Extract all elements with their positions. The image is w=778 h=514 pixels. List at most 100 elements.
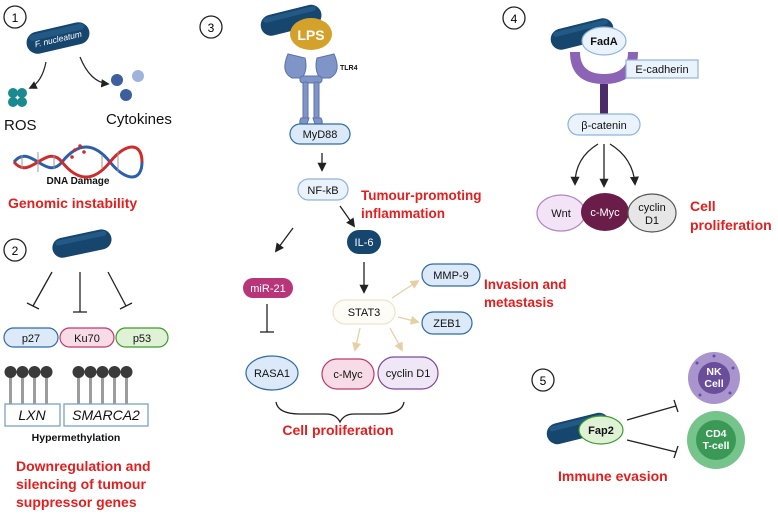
panel-2-number: 2 <box>12 244 19 258</box>
cd4-t-cell-nucleus <box>696 420 736 460</box>
fusobacterium-bacterium-icon <box>52 229 112 258</box>
panel-1: 1 F. nucleatum ROS Cytokines <box>3 5 172 211</box>
panel-3-number-circle <box>199 15 223 39</box>
cmyc-label: c-Myc <box>333 369 363 381</box>
rasa1-node <box>245 355 299 391</box>
lps-label: LPS <box>297 27 324 43</box>
panel-4: 4 FadA E-cadherin β-catenin Wnt c-Myc cy… <box>502 6 772 233</box>
panel-4-outcome-line-2: proliferation <box>690 217 772 233</box>
cd4-t-cell-label-line-1: CD4 <box>705 428 726 440</box>
wnt-cyclin-label-line-1: cyclin <box>638 202 666 214</box>
fada-node <box>581 26 627 56</box>
fada-label: FadA <box>590 36 618 48</box>
il6-node <box>347 230 381 254</box>
gene-pill-p27 <box>3 327 59 348</box>
fap2-label: Fap2 <box>588 425 614 437</box>
panel-5-number-circle <box>531 368 555 392</box>
ros-molecule-icon <box>8 88 27 107</box>
mir21-label: miR-21 <box>250 283 285 295</box>
nk-cell-label-line-1: NK <box>706 366 722 378</box>
nfkb-to-il6-arrow <box>339 205 356 228</box>
panel-2-number-circle <box>3 238 27 262</box>
panel-4-number-circle <box>502 6 526 30</box>
inflammation-label-line-2: inflammation <box>361 206 445 221</box>
immune-evasion-label: Immune evasion <box>558 468 668 484</box>
panel-4-outcome-line-1: Cell <box>690 198 716 214</box>
e-cadherin-label: E-cadherin <box>635 64 688 76</box>
stat3-label: STAT3 <box>348 307 381 319</box>
panel-4-number: 4 <box>511 12 518 26</box>
stat3-node <box>332 299 396 325</box>
nfkb-to-mir21-arrow <box>274 227 294 253</box>
panel-2: 2 p27 Ku70 p53 <box>3 229 169 510</box>
gene-label-smarca2: SMARCA2 <box>72 407 140 423</box>
cytokines-label: Cytokines <box>106 111 172 128</box>
cell-proliferation-bracket <box>275 401 405 424</box>
cyclin-d1-label: cyclin D1 <box>386 368 431 380</box>
beta-catenin-label: β-catenin <box>581 120 626 132</box>
inhibition-lines <box>26 271 133 313</box>
dna-damage-label: DNA Damage <box>47 176 110 187</box>
tlr4-label: TLR4 <box>340 65 358 72</box>
il6-label: IL-6 <box>355 237 374 249</box>
gene-pill-ku70 <box>59 327 115 348</box>
gene-label-p53: p53 <box>133 333 151 345</box>
e-cadherin-node <box>625 59 699 79</box>
genomic-instability-label: Genomic instability <box>8 195 137 211</box>
tumour-suppressor-outcome-line-1: Downregulation and <box>16 458 151 474</box>
wnt-cmyc-label: c-Myc <box>590 207 620 219</box>
mmp9-node <box>421 263 481 287</box>
cell-proliferation-label: Cell proliferation <box>282 422 393 438</box>
hypermethylation-label: Hypermethylation <box>32 432 121 444</box>
dna-damage-icon <box>12 144 144 179</box>
fusobacterium-bacterium-icon: F. nucleatum <box>26 22 90 54</box>
tumour-suppressor-outcome-line-3: suppressor genes <box>16 494 137 510</box>
nk-cell-nucleus <box>698 362 730 394</box>
lps-molecule <box>290 18 332 50</box>
inflammation-label-line-1: Tumour-promoting <box>361 188 481 203</box>
panel-1-number: 1 <box>12 11 19 25</box>
beta-catenin-target-arrows <box>570 143 639 188</box>
fusobacterium-bacterium-icon <box>260 4 322 36</box>
cd4-t-cell-label-line-2: T-cell <box>703 440 730 452</box>
wnt-cyclin-label-line-2: D1 <box>645 215 659 227</box>
gene-box-smarca2 <box>63 403 149 427</box>
mmp9-label: MMP-9 <box>433 270 468 282</box>
wnt-cyclin-d1-node <box>627 193 677 233</box>
myd88-node <box>289 123 351 145</box>
tumour-suppressor-outcome-line-2: silencing of tumour <box>16 476 146 492</box>
invasion-label-line-2: metastasis <box>484 295 554 310</box>
nk-cell-granules <box>695 354 735 397</box>
gene-pill-p53 <box>115 327 169 348</box>
methyl-group-icons <box>4 366 133 404</box>
panel-3: 3 LPS TLR4 MyD88 NF-kB Tumour-promoting … <box>199 4 567 438</box>
immune-inhibition-lines <box>626 399 679 459</box>
nk-cell-label-line-2: Cell <box>704 378 723 390</box>
rasa1-label: RASA1 <box>254 368 290 380</box>
panel-5: 5 Fap2 NK Cell CD4 T-cell Immune evasion <box>531 352 745 484</box>
nfkb-node <box>297 178 349 201</box>
e-cadherin-receptor <box>570 52 638 84</box>
panel-5-number: 5 <box>540 374 547 388</box>
fusobacterium-bacterium-icon <box>550 18 614 50</box>
stat3-target-arrows <box>352 280 420 352</box>
gene-label-ku70: Ku70 <box>74 333 100 345</box>
nfkb-label: NF-kB <box>307 185 338 197</box>
ros-label: ROS <box>4 117 37 134</box>
wnt-cmyc-node <box>581 193 629 231</box>
cytokine-molecules-icon <box>111 70 144 101</box>
zeb1-label: ZEB1 <box>433 318 461 330</box>
mir21-node <box>243 278 293 298</box>
gene-label-p27: p27 <box>22 333 40 345</box>
fap2-node <box>578 415 624 445</box>
wnt-label: Wnt <box>551 208 571 220</box>
gene-label-lxn: LXN <box>18 407 46 423</box>
cyclin-d1-node <box>377 356 439 390</box>
gene-box-lxn <box>4 403 61 427</box>
tlr4-receptor-icon <box>284 53 338 128</box>
panel-3-number: 3 <box>208 21 215 35</box>
ros-arrow <box>28 61 47 89</box>
panel-1-number-circle <box>3 5 27 29</box>
e-cadherin-stalk <box>600 84 608 118</box>
